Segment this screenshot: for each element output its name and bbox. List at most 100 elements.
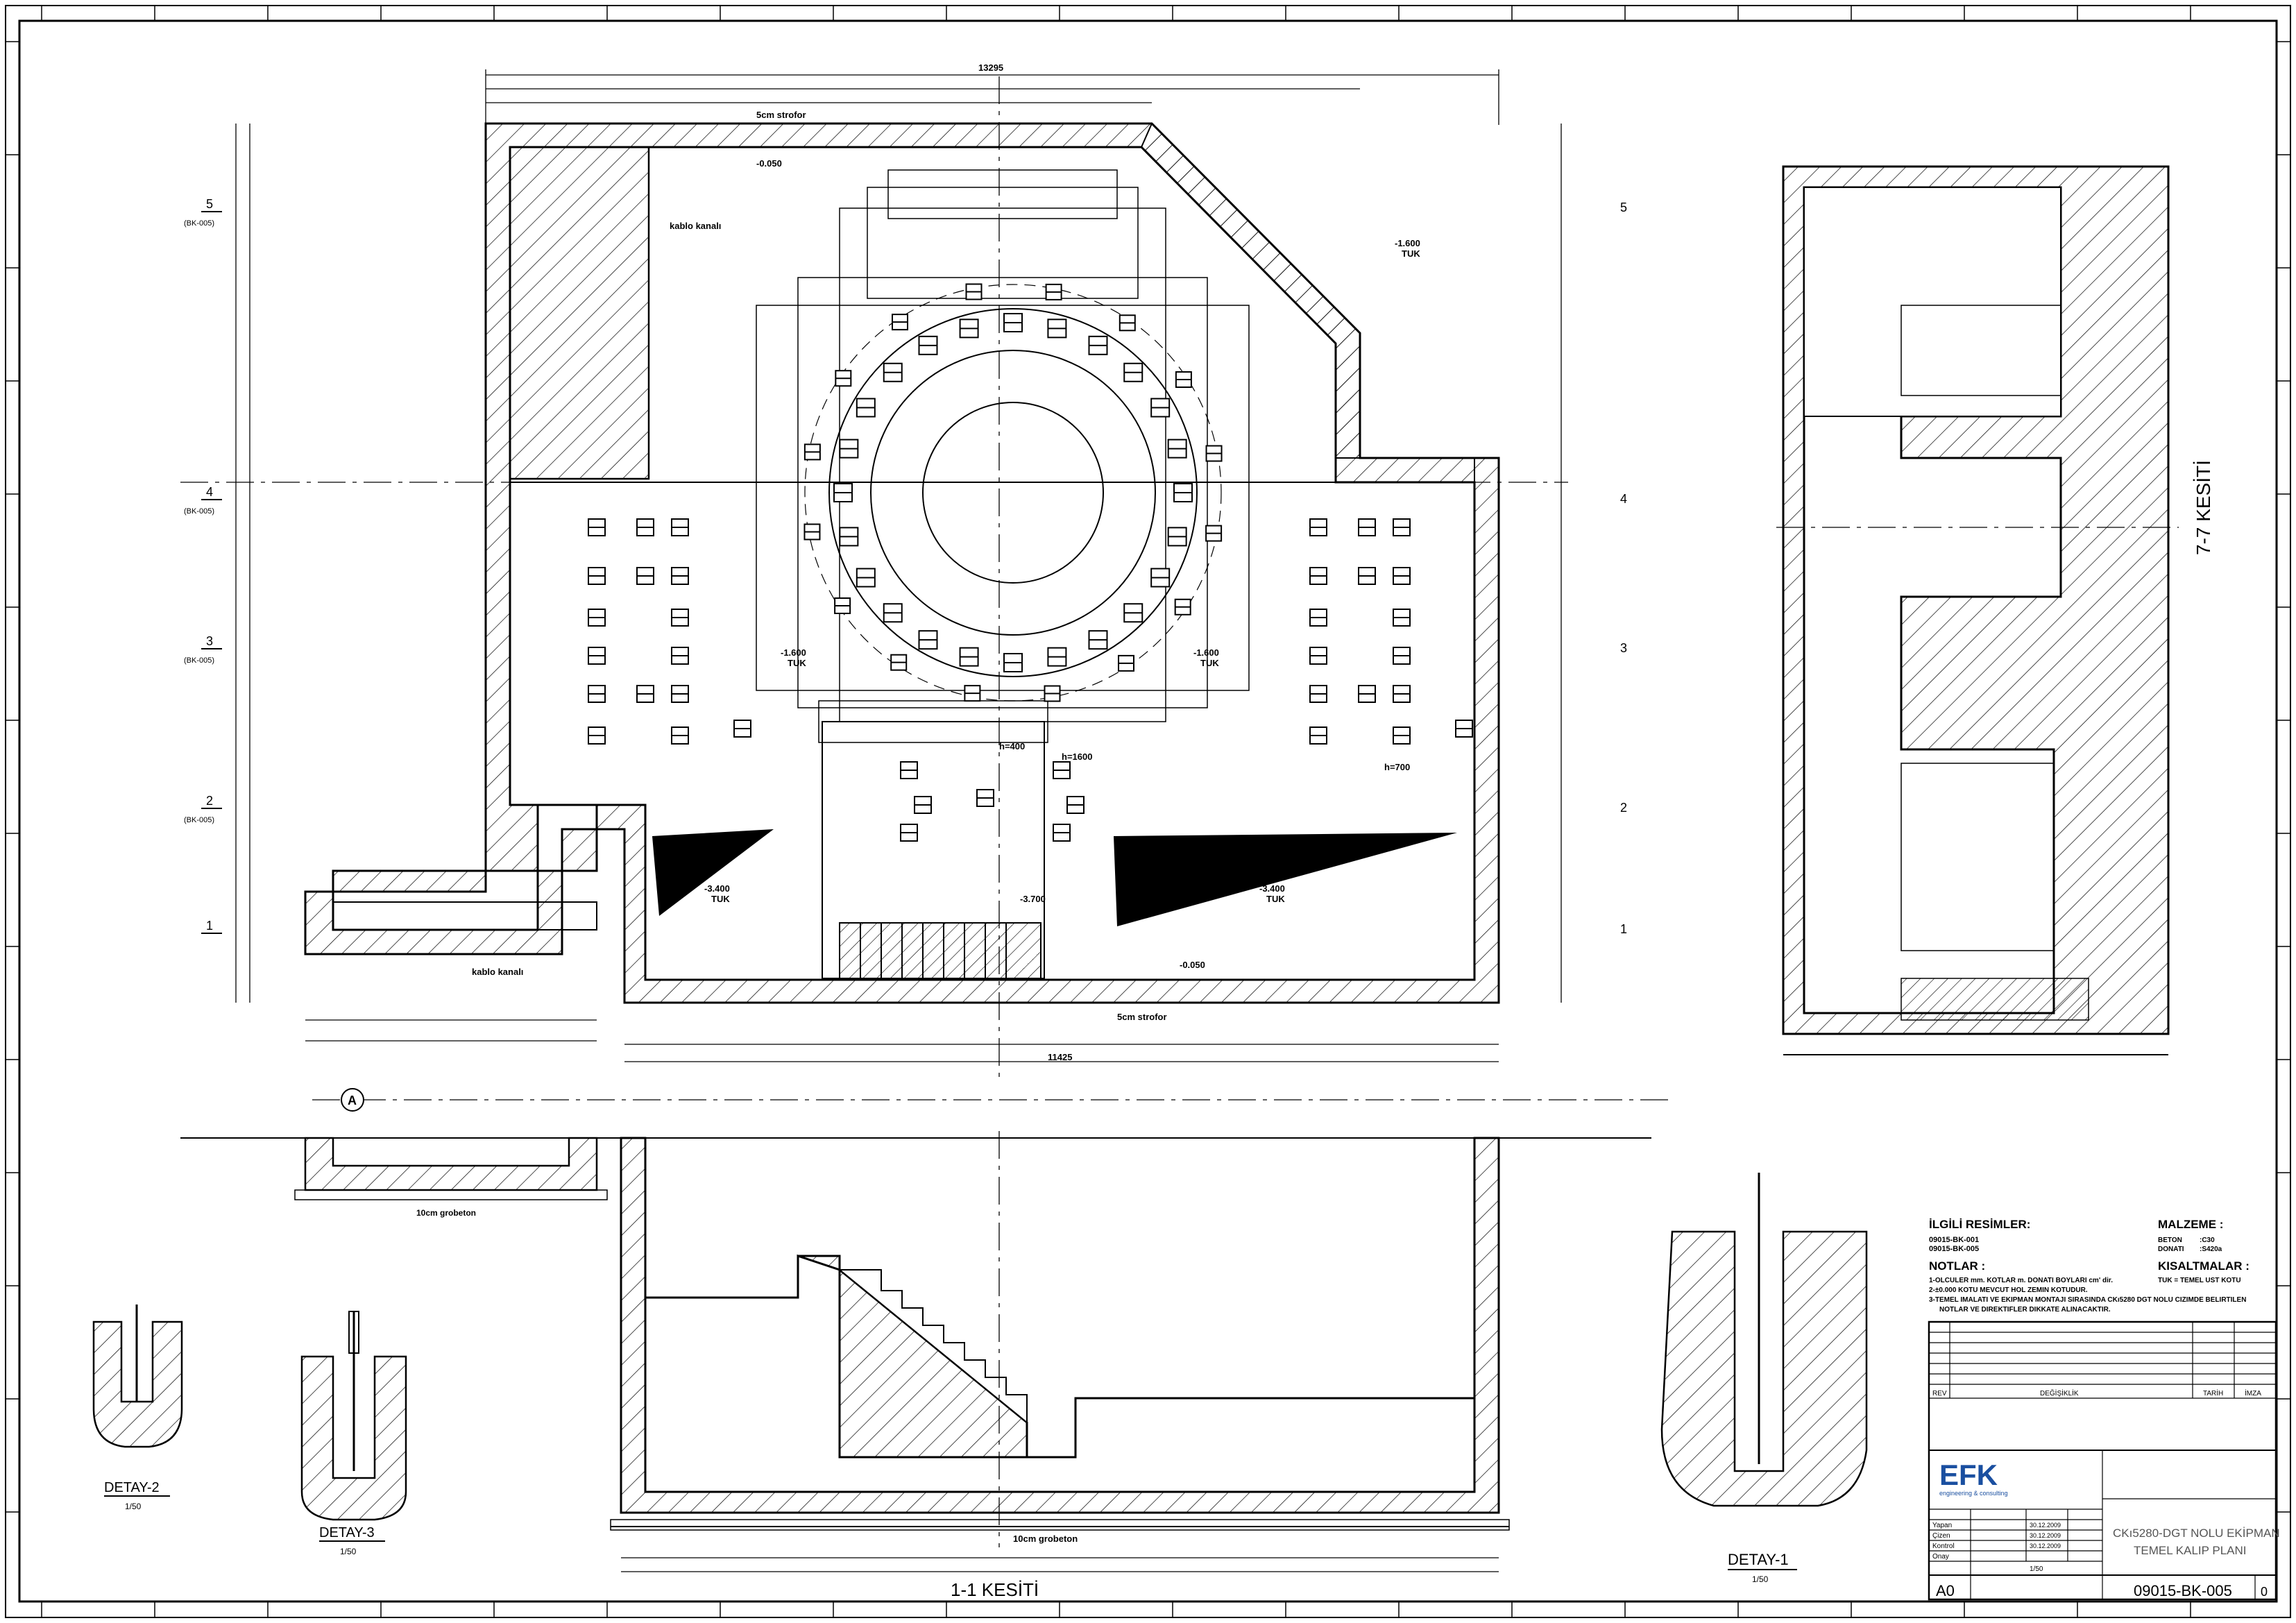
row-date-3: 30.12.2009 <box>2030 1543 2061 1549</box>
plan-axes <box>180 76 1672 1101</box>
plan-inner-block-right <box>1140 122 1361 459</box>
anchor-boxes <box>803 283 1223 702</box>
note-1: 1-OLCULER mm. KOTLAR m. DONATI BOYLARI c… <box>1929 1277 2113 1284</box>
title-block: REV DEĞİŞİKLİK TARİH İMZA EFK engineerin… <box>1928 1320 2280 1601</box>
material-1-name: BETON <box>2158 1237 2182 1244</box>
svg-text:1/50: 1/50 <box>1752 1574 1769 1584</box>
ramp-right <box>1114 833 1457 926</box>
pedestal-steps <box>756 169 1250 743</box>
drawing-title-1: CKı5280-DGT NOLU EKİPMAN <box>2113 1527 2280 1540</box>
plan-labels: 13295 11425 -1.600 TUK -1.600 TUK -1.600… <box>472 62 1420 1062</box>
detail-1: DETAY-1 1/50 <box>1660 1173 1868 1584</box>
svg-text:3: 3 <box>206 634 213 648</box>
row-label-4: Onay <box>1932 1553 1949 1561</box>
drawing-number: 09015-BK-005 <box>2134 1582 2232 1599</box>
svg-text:A: A <box>348 1094 357 1107</box>
section11-hatch <box>620 1137 1500 1514</box>
revision-table <box>1929 1322 2276 1599</box>
axis-marker-right-1: 1 <box>1620 922 1627 936</box>
axis-marker-5: 5 (BK-005) <box>184 197 222 228</box>
sheet-border <box>5 5 2291 1618</box>
abbrev-heading: KISALTMALAR : <box>2158 1259 2250 1273</box>
svg-text:1/50: 1/50 <box>125 1502 142 1511</box>
svg-text:1: 1 <box>1620 922 1627 936</box>
svg-text:1: 1 <box>206 919 213 933</box>
references-heading: İLGİLİ RESİMLER: <box>1929 1218 2030 1231</box>
elev-label-1: -1.600 <box>1395 238 1420 248</box>
abbrev-text: TUK = TEMEL UST KOTU <box>2158 1277 2241 1284</box>
axis-marker-right-3: 3 <box>1620 641 1627 655</box>
detail-2-title: DETAY-2 <box>104 1480 160 1495</box>
plan-pit-upper <box>509 146 1475 483</box>
cable-channel-label-2: kablo kanalı <box>472 967 523 977</box>
anchor-circles <box>804 284 1222 702</box>
elev-label-5: -3.400 <box>1259 883 1285 894</box>
svg-text:5: 5 <box>1620 201 1627 214</box>
axis-a-marker: A <box>341 1088 364 1112</box>
company-sub: engineering & consulting <box>1939 1490 2008 1497</box>
material-1-value: :C30 <box>2200 1237 2215 1244</box>
tuk-label-2: TUK <box>1200 658 1219 668</box>
row-date-1: 30.12.2009 <box>2030 1522 2061 1529</box>
svg-text:(BK-005): (BK-005) <box>184 816 214 824</box>
scale-value: 1/50 <box>2030 1565 2043 1573</box>
row-label-2: Çizen <box>1932 1532 1950 1540</box>
svg-text:(BK-005): (BK-005) <box>184 507 214 516</box>
overall-dim-bottom: 11425 <box>1048 1052 1072 1062</box>
plan-dimension-lines <box>235 69 1562 1062</box>
grobeton-label: 10cm grobeton <box>1013 1533 1078 1544</box>
sheet-size: A0 <box>1936 1582 1955 1599</box>
tuk-label-3: TUK <box>788 658 806 668</box>
section-1-1: 10cm grobeton 1-1 KESİTİ <box>180 1131 1651 1602</box>
cable-channel-label-1: kablo kanalı <box>670 221 721 231</box>
note-2: 2-±0.000 KOTU MEVCUT HOL ZEMIN KOTUDUR. <box>1929 1286 2088 1294</box>
cable-channel-plan <box>332 901 597 931</box>
note-3: 3-TEMEL IMALATI VE EKIPMAN MONTAJI SIRAS… <box>1929 1296 2246 1304</box>
foundation-plan: 13295 11425 -1.600 TUK -1.600 TUK -1.600… <box>180 62 1672 1112</box>
detail-2: DETAY-2 1/50 <box>92 1305 183 1511</box>
svg-text:3: 3 <box>1620 641 1627 655</box>
axis-marker-3: 3 (BK-005) <box>184 634 222 665</box>
notes-block: İLGİLİ RESİMLER: 09015-BK-001 09015-BK-0… <box>1929 1218 2250 1314</box>
elev-label-8: -0.050 <box>756 158 782 169</box>
section11-dims <box>621 1557 1499 1572</box>
revision-number: 0 <box>2261 1585 2268 1599</box>
plan-inner-block-left <box>509 146 650 480</box>
detail-3: DETAY-3 1/50 <box>300 1311 407 1556</box>
elev-label-3: -1.600 <box>781 647 806 658</box>
side-anchor-groups <box>588 518 1473 842</box>
detail-1-title: DETAY-1 <box>1728 1551 1789 1568</box>
sign-label: İMZA <box>2245 1388 2261 1397</box>
svg-text:1/50: 1/50 <box>340 1547 357 1556</box>
reference-2: 09015-BK-005 <box>1929 1245 1979 1253</box>
material-2-value: :S420a <box>2200 1246 2222 1253</box>
axis-marker-2: 2 (BK-005) <box>184 794 222 824</box>
material-heading: MALZEME : <box>2158 1218 2223 1231</box>
reference-1: 09015-BK-001 <box>1929 1236 1979 1244</box>
svg-text:4: 4 <box>1620 492 1627 506</box>
material-2-name: DONATI <box>2158 1246 2184 1253</box>
axis-marker-right-5: 5 <box>1620 201 1627 214</box>
svg-text:4: 4 <box>206 485 213 499</box>
section11-title: 1-1 KESİTİ <box>951 1579 1039 1600</box>
svg-text:2: 2 <box>1620 801 1627 815</box>
svg-text:(BK-005): (BK-005) <box>184 219 214 228</box>
plan-stair-block <box>822 721 1045 979</box>
changes-label: DEĞİŞİKLİK <box>2040 1388 2079 1397</box>
elev-label-6: -3.700 <box>1020 894 1046 904</box>
tuk-label-1: TUK <box>1402 248 1420 259</box>
section-7-7: 7-7 KESİTİ <box>1776 165 2214 1055</box>
tuk-label-5: TUK <box>1266 894 1285 904</box>
tuk-label-4: TUK <box>711 894 730 904</box>
blinding-label-top: 5cm strofor <box>756 110 806 120</box>
company-logo: EFK <box>1939 1459 1998 1491</box>
svg-text:10cm grobeton: 10cm grobeton <box>416 1208 476 1218</box>
border-grid-ticks <box>6 6 2290 1617</box>
svg-text:2: 2 <box>206 794 213 808</box>
axis-marker-right-4: 4 <box>1620 492 1627 506</box>
axis-marker-1: 1 <box>201 919 222 934</box>
elev-label-2: -1.600 <box>1193 647 1219 658</box>
h700-label: h=700 <box>1384 762 1410 772</box>
ramp-left <box>652 829 774 916</box>
